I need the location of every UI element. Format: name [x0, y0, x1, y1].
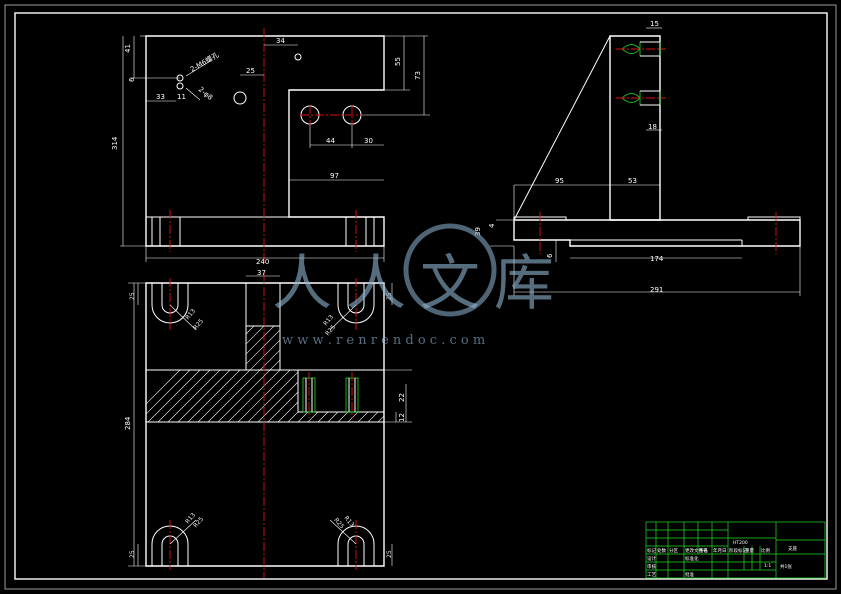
- dim-291: 291: [650, 286, 663, 294]
- dim-39: 39: [474, 227, 482, 236]
- tb-sheet: 共1张: [780, 563, 792, 570]
- dim-r13-tl: R13: [184, 308, 197, 322]
- dim-22: 22: [398, 393, 406, 402]
- dim-6-side: 6: [546, 253, 554, 258]
- dim-m6-thread: 2-M6螺孔: [189, 50, 221, 74]
- dim-95: 95: [555, 177, 564, 185]
- tb-cell-1: 处数: [657, 547, 666, 554]
- front-view-dims: 41 6 33 11 2-M6螺孔 2-φ8 34 25 55 73 44 30…: [111, 37, 422, 266]
- dim-25-tr: 25: [386, 292, 393, 300]
- dim-25-bl: 25: [129, 550, 136, 558]
- front-view: [120, 28, 430, 264]
- dim-44: 44: [326, 137, 335, 145]
- tb-cell-6: 设计: [647, 555, 656, 562]
- dim-25-tl: 25: [129, 292, 136, 300]
- tb-cell-3: 更改文件号: [685, 547, 708, 554]
- dim-174: 174: [650, 255, 664, 263]
- dim-41: 41: [124, 44, 132, 53]
- watermark: 人人文库 w w w . r e n r e n d o c . c o m: [272, 223, 568, 348]
- tb-material: HT200: [733, 540, 748, 546]
- dim-r25-tl: R25: [192, 318, 205, 332]
- dim-73: 73: [414, 71, 422, 80]
- dim-25: 25: [246, 67, 255, 75]
- tb-cell-2: 分区: [669, 547, 678, 554]
- dim-34: 34: [276, 37, 285, 45]
- side-view: [490, 27, 801, 296]
- dim-6: 6: [128, 77, 136, 82]
- tb-cell-0: 标记: [647, 547, 656, 554]
- tb-cell-10: 批准: [685, 571, 694, 578]
- watermark-url: w w w . r e n r e n d o c . c o m: [282, 333, 485, 348]
- dim-4: 4: [488, 223, 496, 228]
- side-view-dims: 15 18 95 53 4 39 6 174 291: [474, 20, 664, 294]
- tb-cell-4: 签名: [699, 547, 708, 554]
- dim-25-br: 25: [386, 550, 393, 558]
- dim-53: 53: [628, 177, 637, 185]
- tb-cell-8: 审核: [647, 563, 656, 570]
- title-block: [645, 521, 826, 579]
- outer-frame: [4, 4, 837, 590]
- dim-12: 12: [398, 413, 406, 422]
- dim-11: 11: [177, 93, 186, 101]
- title-block-text: HT200 支座 1:1 共1张 标记 处数 分区 更改文件号 签名 年月日 设…: [647, 540, 797, 578]
- dim-33: 33: [156, 93, 165, 101]
- dim-284: 284: [124, 416, 132, 430]
- dim-240: 240: [256, 258, 269, 266]
- tb-cell-12: 重量: [745, 547, 754, 554]
- tb-cell-5: 年月日: [713, 547, 727, 554]
- tb-part-name: 支座: [788, 545, 797, 552]
- dim-97: 97: [330, 172, 339, 180]
- dim-15: 15: [650, 20, 659, 28]
- dim-18: 18: [648, 123, 657, 131]
- watermark-text: 人人文库: [272, 249, 568, 319]
- dim-30: 30: [364, 137, 373, 145]
- tb-cell-7: 标准化: [685, 555, 699, 562]
- dim-37: 37: [257, 269, 266, 277]
- tb-cell-9: 工艺: [647, 572, 656, 578]
- tb-cell-11: 阶段标记: [729, 547, 747, 554]
- tb-scale: 1:1: [764, 563, 771, 569]
- tb-cell-13: 比例: [761, 547, 770, 554]
- inner-frame: [14, 12, 828, 580]
- dim-55: 55: [394, 57, 402, 66]
- dim-314: 314: [111, 136, 119, 150]
